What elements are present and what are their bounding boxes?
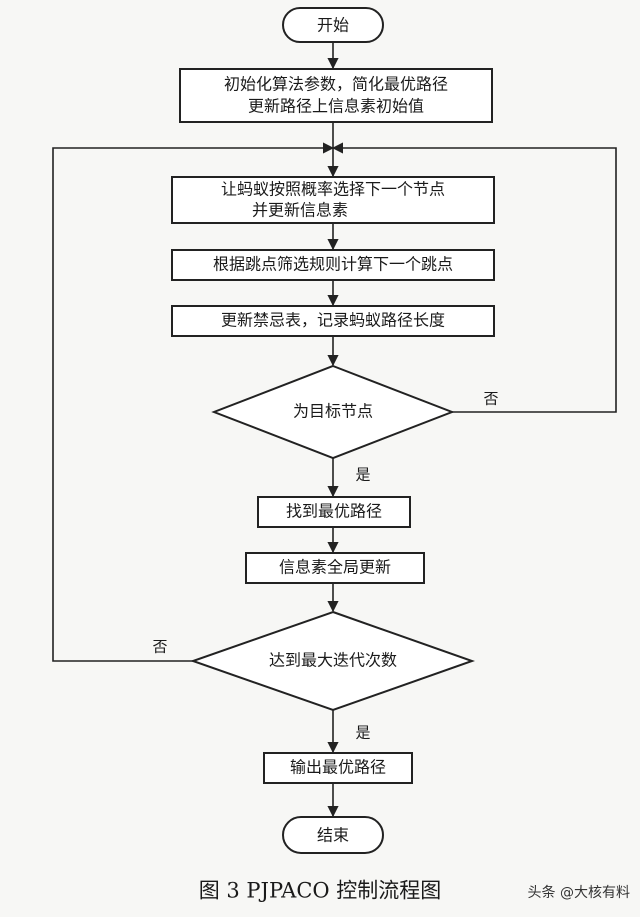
no-label-1: 否 <box>483 390 498 408</box>
max-iter-label: 达到最大迭代次数 <box>269 651 397 670</box>
global-update-label: 信息素全局更新 <box>279 558 391 577</box>
start-label: 开始 <box>317 16 349 35</box>
jump-label: 根据跳点筛选规则计算下一个跳点 <box>213 255 453 274</box>
find-best-node <box>257 496 411 528</box>
yes-label-1: 是 <box>355 466 370 484</box>
select-label-line1: 让蚂蚁按照概率选择下一个节点 <box>221 180 445 199</box>
global-update-node <box>245 552 425 584</box>
end-node <box>282 816 384 854</box>
find-best-label: 找到最优路径 <box>286 502 382 521</box>
loop-back-right <box>331 142 617 413</box>
figure-caption: 图 3 PJPACO 控制流程图 <box>199 879 442 903</box>
yes-label-2: 是 <box>355 724 370 742</box>
select-label-line2: 并更新信息素 <box>252 201 348 220</box>
init-label-line1: 初始化算法参数，简化最优路径 <box>224 75 448 94</box>
watermark: 头条 @大核有料 <box>528 884 630 901</box>
output-node <box>263 752 413 784</box>
jump-node <box>171 249 495 281</box>
select-node <box>171 176 495 224</box>
end-label: 结束 <box>317 826 349 845</box>
init-node <box>179 68 493 123</box>
target-decision-label: 为目标节点 <box>293 402 373 421</box>
tabu-label: 更新禁忌表，记录蚂蚁路径长度 <box>221 311 445 330</box>
output-label: 输出最优路径 <box>290 758 386 777</box>
no-label-2: 否 <box>152 638 167 656</box>
init-label-line2: 更新路径上信息素初始值 <box>248 97 424 116</box>
loop-back-left <box>52 142 335 662</box>
